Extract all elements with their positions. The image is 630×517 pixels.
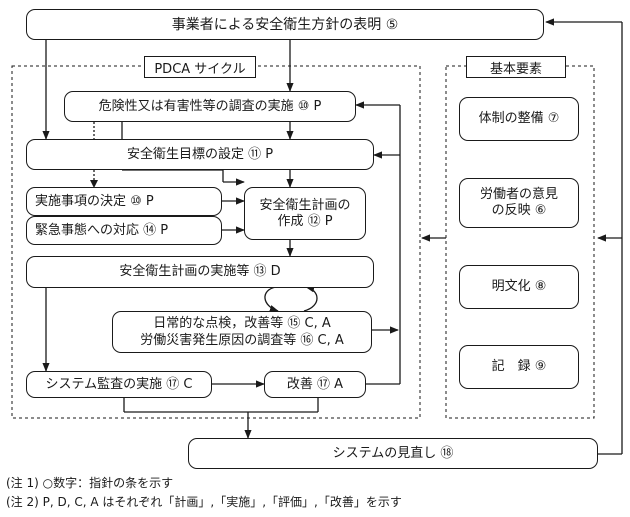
check-improve-line-1: 日常的な点検，改善等 ⑮ C, A [153,316,331,331]
plan-creation-line-2: 作成 ⑫ P [277,213,333,229]
plan-creation-line-1: 安全衛生計画の [259,197,351,213]
check-improve-line-2: 労働災害発生原因の調査等 ⑯ C, A [140,333,344,348]
decide-items-box: 実施事項の決定 ⑩ P [26,187,222,216]
documentation-box: 明文化 ⑧ [459,265,579,309]
note-1: (注 1) ○数字：指針の条を示す [6,476,174,490]
system-review-box: システムの見直し ⑱ [188,438,598,469]
record-box: 記 録 ⑨ [459,345,579,389]
worker-opinion-line-1: 労働者の意見 [479,187,558,202]
improvement-box: 改善 ⑰ A [264,371,366,398]
worker-opinion-box: 労働者の意見 の反映 ⑥ [459,178,579,228]
check-improve-box: 日常的な点検，改善等 ⑮ C, A 労働災害発生原因の調査等 ⑯ C, A [112,311,372,353]
plan-creation-box: 安全衛生計画の 作成 ⑫ P [244,187,366,240]
risk-survey-box: 危険性又は有害性等の調査の実施 ⑩ P [64,91,356,122]
pdca-cycle-label: PDCA サイクル [144,56,256,78]
plan-execution-box: 安全衛生計画の実施等 ⑬ D [26,256,374,288]
policy-statement-box: 事業者による安全衛生方針の表明 ⑤ [26,9,544,40]
worker-opinion-line-2: の反映 ⑥ [491,203,547,218]
emergency-response-box: 緊急事態への対応 ⑭ P [26,216,222,245]
goal-setting-box: 安全衛生目標の設定 ⑪ P [26,139,374,170]
organization-box: 体制の整備 ⑦ [459,97,579,141]
basic-elements-label: 基本要素 [466,56,566,78]
note-2: (注 2) P, D, C, A はそれぞれ「計画」,「実施」,「評価」,「改善… [6,495,402,509]
system-audit-box: システム監査の実施 ⑰ C [26,371,212,398]
